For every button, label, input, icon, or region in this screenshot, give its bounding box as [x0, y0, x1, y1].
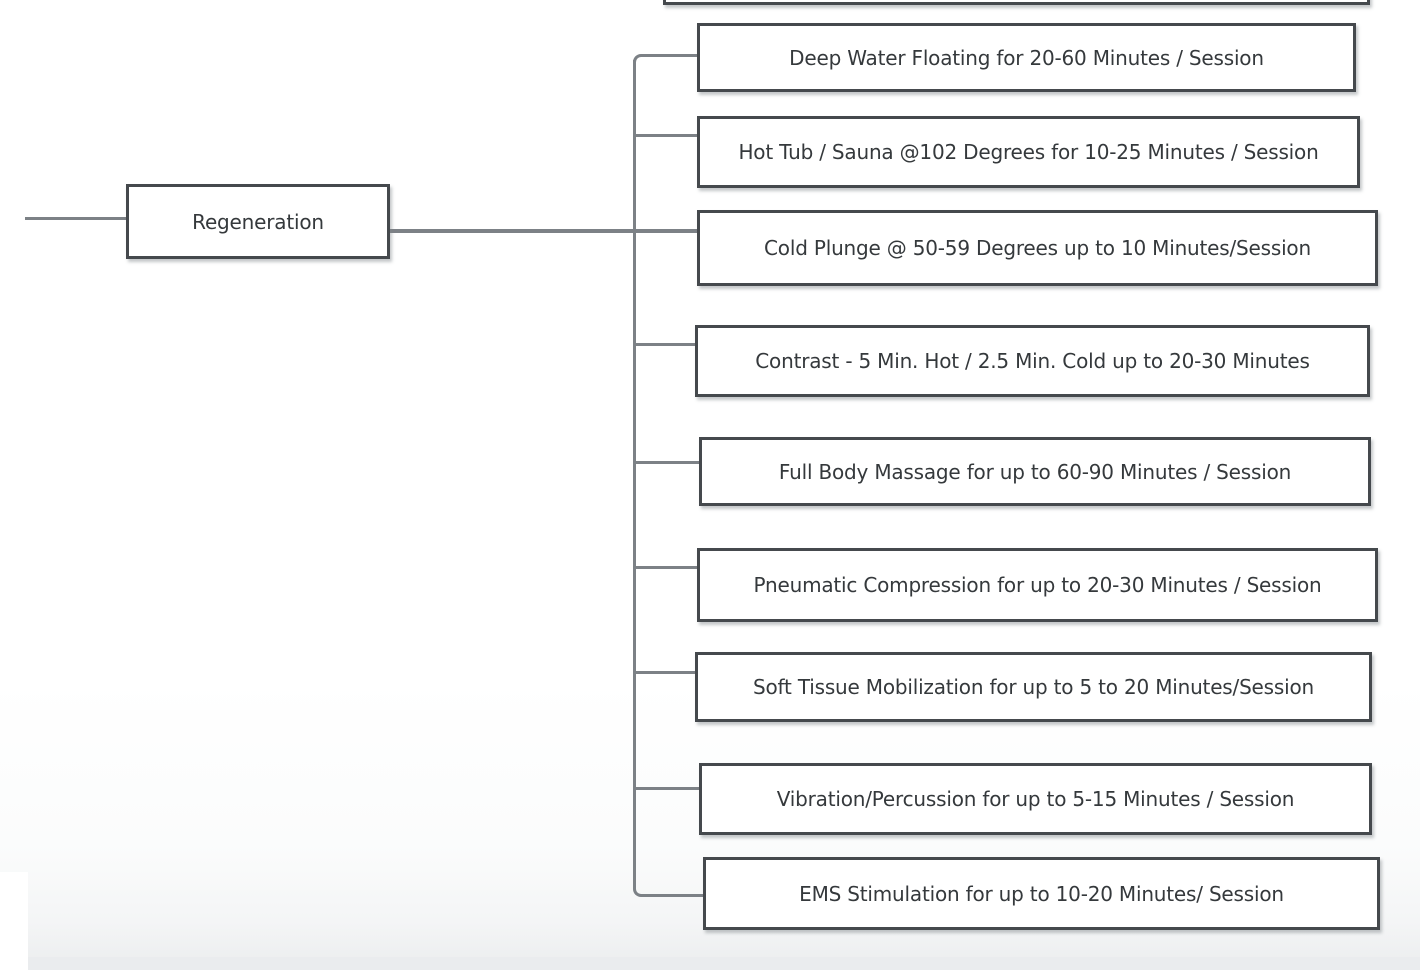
node-regeneration-label: Regeneration	[192, 209, 324, 234]
connector-branch-massage	[633, 461, 699, 464]
node-label: Pneumatic Compression for up to 20-30 Mi…	[753, 573, 1322, 597]
node-vibration-percussion[interactable]: Vibration/Percussion for up to 5-15 Minu…	[699, 763, 1372, 835]
node-partial-top[interactable]	[663, 0, 1370, 5]
node-full-body-massage[interactable]: Full Body Massage for up to 60-90 Minute…	[699, 437, 1371, 506]
connector-branch-pneumatic	[633, 566, 697, 569]
node-label: Cold Plunge @ 50-59 Degrees up to 10 Min…	[764, 236, 1311, 260]
node-label: Full Body Massage for up to 60-90 Minute…	[778, 459, 1292, 484]
node-pneumatic-compression[interactable]: Pneumatic Compression for up to 20-30 Mi…	[697, 548, 1378, 622]
connector-left-stub	[25, 217, 126, 220]
connector-branch-soft-tissue	[633, 671, 695, 674]
node-label: Contrast - 5 Min. Hot / 2.5 Min. Cold up…	[755, 349, 1310, 373]
node-contrast[interactable]: Contrast - 5 Min. Hot / 2.5 Min. Cold up…	[695, 325, 1370, 397]
bottom-left-white-strip	[0, 872, 28, 970]
node-label: Vibration/Percussion for up to 5-15 Minu…	[776, 787, 1295, 811]
connector-root-to-trunk	[390, 229, 697, 233]
node-soft-tissue-mobilization[interactable]: Soft Tissue Mobilization for up to 5 to …	[695, 652, 1372, 722]
node-ems-stimulation[interactable]: EMS Stimulation for up to 10-20 Minutes/…	[703, 857, 1380, 930]
node-hot-tub-sauna[interactable]: Hot Tub / Sauna @102 Degrees for 10-25 M…	[697, 116, 1360, 188]
connector-branch-hot-tub	[633, 134, 697, 137]
node-regeneration[interactable]: Regeneration	[126, 184, 390, 259]
connector-branch-deep-water	[633, 54, 697, 69]
node-label: Deep Water Floating for 20-60 Minutes / …	[789, 45, 1264, 70]
node-label: EMS Stimulation for up to 10-20 Minutes/…	[799, 881, 1284, 906]
connector-branch-vibration	[633, 787, 699, 790]
connector-branch-contrast	[633, 343, 697, 346]
node-deep-water-floating[interactable]: Deep Water Floating for 20-60 Minutes / …	[697, 23, 1356, 92]
node-label: Soft Tissue Mobilization for up to 5 to …	[753, 675, 1314, 699]
bottom-band	[0, 957, 1420, 970]
node-cold-plunge[interactable]: Cold Plunge @ 50-59 Degrees up to 10 Min…	[697, 210, 1378, 286]
connector-branch-ems	[633, 880, 703, 897]
connector-trunk	[633, 60, 636, 884]
node-label: Hot Tub / Sauna @102 Degrees for 10-25 M…	[738, 140, 1319, 164]
